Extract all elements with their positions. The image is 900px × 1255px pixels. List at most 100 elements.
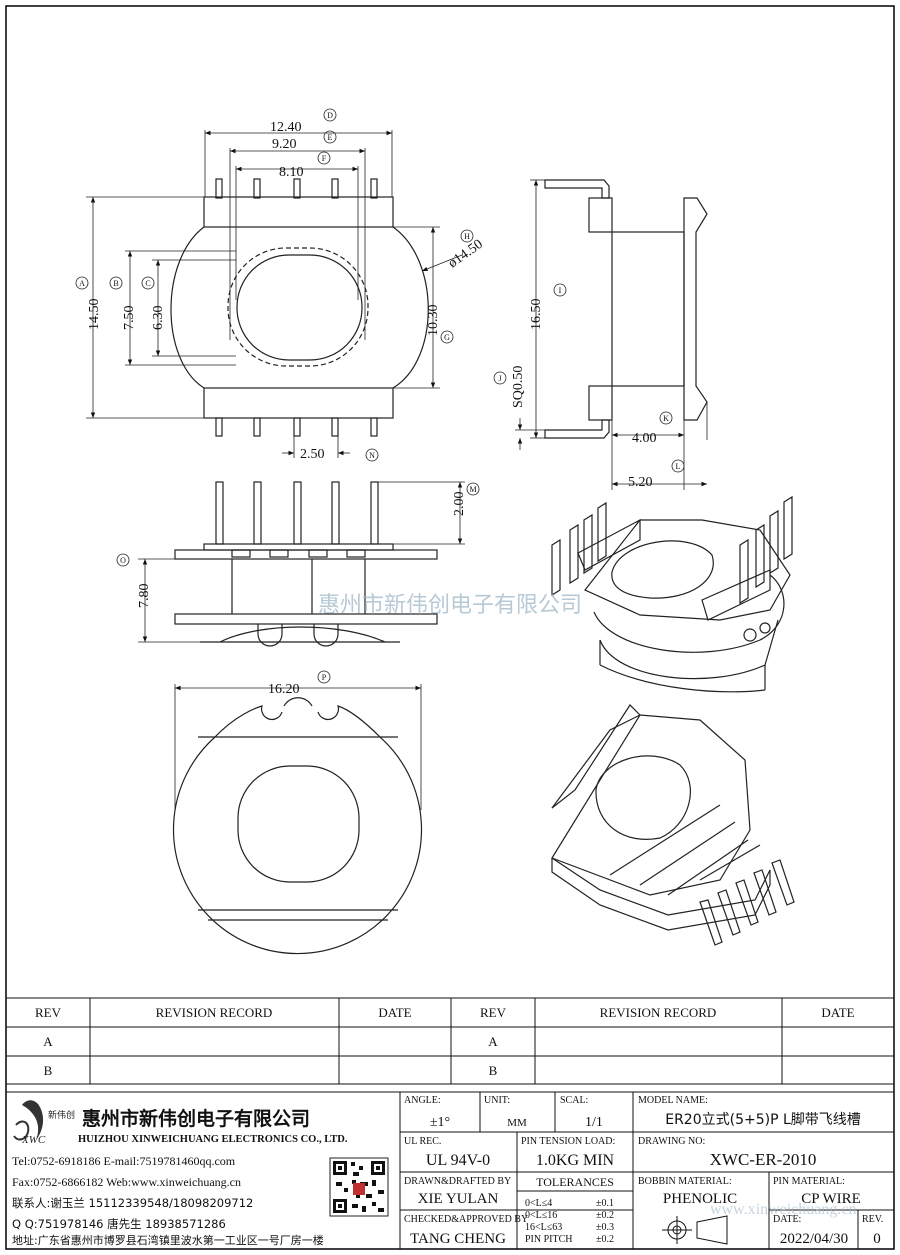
projection-symbol-icon — [662, 1215, 728, 1245]
balloon-I: I — [559, 286, 562, 295]
side-lower-pin — [544, 419, 610, 439]
model-value: ER20立式(5+5)P L脚带飞线槽 — [665, 1112, 861, 1128]
rev-row-b: B — [44, 1063, 53, 1078]
balloon-O: O — [120, 556, 126, 565]
bobbin-label: BOBBIN MATERIAL: — [638, 1176, 732, 1187]
company-address: 地址:广东省惠州市博罗县石湾镇里波水第一工业区一号厂房一楼 — [12, 1233, 324, 1247]
qr-code — [329, 1157, 389, 1217]
checked-label: CHECKED&APPROVED BY — [404, 1214, 528, 1225]
rev-row-a-2: A — [488, 1034, 498, 1049]
balloon-F: F — [322, 154, 327, 163]
company-watermark: 惠州市新伟创电子有限公司 — [318, 593, 582, 618]
dimension-labels: 12.40 9.20 8.10 14.50 7.50 6.30 ø14.50 1… — [87, 120, 657, 697]
balloon-L: L — [676, 462, 681, 471]
dim-10-30: 10.30 — [426, 305, 441, 337]
date-label: DATE: — [773, 1214, 801, 1225]
dim-4-00: 4.00 — [632, 431, 657, 446]
dim-7-50: 7.50 — [122, 306, 137, 331]
isometric-view-top — [551, 495, 793, 693]
revision-record-header-2: REVISION RECORD — [600, 1005, 717, 1020]
date-value: 2022/04/30 — [780, 1231, 848, 1247]
company-name-cn: 惠州市新伟创电子有限公司 — [82, 1107, 310, 1130]
dim-6-30: 6.30 — [151, 306, 166, 331]
drawing-no-label: DRAWING NO: — [638, 1136, 705, 1147]
date-header: DATE — [378, 1005, 411, 1020]
bottom-rail — [203, 387, 394, 419]
elevation-dimensions — [138, 481, 465, 643]
drawing-no-value: XWC-ER-2010 — [710, 1150, 817, 1169]
unit-value: MM — [507, 1117, 527, 1129]
bottom-pins — [215, 417, 378, 437]
rev-label: REV. — [862, 1214, 883, 1225]
reference-balloons — [75, 108, 685, 684]
company-name-en: HUIZHOU XINWEICHUANG ELECTRONICS CO., LT… — [78, 1134, 348, 1145]
tol-row-1-value: ±0.1 — [596, 1198, 614, 1209]
front-view — [170, 178, 429, 437]
unit-label: UNIT: — [484, 1095, 510, 1106]
sheet-border — [5, 5, 895, 1250]
logo-brand: 新伟创 — [48, 1109, 75, 1121]
contact-qq: Q Q:751978146 唐先生 18938571286 — [12, 1217, 226, 1231]
top-rail — [203, 196, 394, 228]
drawn-value: XIE YULAN — [418, 1191, 499, 1207]
elevation-view — [174, 481, 438, 647]
contact-info: Tel:0752-6918186 E-mail:7519781460qq.com… — [12, 1154, 324, 1247]
top-pins — [215, 178, 378, 199]
rev-row-b-2: B — [489, 1063, 498, 1078]
balloon-M: M — [469, 485, 476, 494]
dim-12-40: 12.40 — [270, 120, 302, 135]
side-dimensions — [515, 179, 708, 490]
website-watermark: www.xinweichuang.cn — [710, 1201, 856, 1218]
flange-right — [392, 226, 429, 389]
contact-person: 联系人:谢玉兰 15112339548/18098209712 — [12, 1196, 253, 1210]
revision-table-text: REV REVISION RECORD DATE REV REVISION RE… — [35, 1005, 855, 1078]
company-logo: 新伟创 XWC — [13, 1100, 75, 1146]
pin-material-label: PIN MATERIAL: — [773, 1176, 845, 1187]
title-block-labels: ANGLE: UNIT: SCAL: MODEL NAME: UL REC. P… — [404, 1095, 883, 1225]
date-header-2: DATE — [821, 1005, 854, 1020]
dim-2-50: 2.50 — [300, 447, 325, 462]
tol-row-3-value: ±0.3 — [596, 1222, 614, 1233]
balloon-H: H — [464, 232, 470, 241]
balloon-A: A — [79, 279, 85, 288]
balloon-N: N — [369, 451, 375, 460]
scal-label: SCAL: — [560, 1095, 588, 1106]
angle-value: ±1° — [430, 1115, 450, 1130]
model-label: MODEL NAME: — [638, 1095, 708, 1106]
rev-row-a: A — [43, 1034, 53, 1049]
balloon-B: B — [113, 279, 118, 288]
balloon-D: D — [327, 111, 333, 120]
tol-row-3-range: 16<L≤63 — [525, 1222, 562, 1233]
bobbin-value: PHENOLIC — [663, 1191, 737, 1207]
logo-text: XWC — [21, 1134, 46, 1146]
balloon-J: J — [498, 374, 501, 383]
pin-tension-value: 1.0KG MIN — [536, 1152, 615, 1169]
tol-row-1-range: 0<L≤4 — [525, 1198, 552, 1209]
dim-7-80: 7.80 — [137, 584, 152, 609]
dim-5-20: 5.20 — [628, 475, 653, 490]
pin-tension-label: PIN TENSION LOAD: — [521, 1136, 615, 1147]
rev-header: REV — [35, 1005, 62, 1020]
tol-row-2-value: ±0.2 — [596, 1210, 614, 1221]
balloon-K: K — [663, 414, 669, 423]
tolerance-rows: 0<L≤4 ±0.1 0<L≤16 ±0.2 16<L≤63 ±0.3 PIN … — [525, 1198, 614, 1245]
isometric-view-bottom — [551, 704, 795, 946]
checked-value: TANG CHENG — [410, 1231, 506, 1247]
balloon-C: C — [145, 279, 150, 288]
rev-value: 0 — [873, 1231, 881, 1247]
side-view — [544, 179, 708, 439]
tol-row-4-value: ±0.2 — [596, 1234, 614, 1245]
dim-8-10: 8.10 — [279, 165, 304, 180]
scal-value: 1/1 — [585, 1115, 603, 1130]
title-block-grid — [5, 1091, 895, 1250]
rev-header-2: REV — [480, 1005, 507, 1020]
dim-9-20: 9.20 — [272, 137, 297, 152]
title-block-values: ±1° MM 1/1 ER20立式(5+5)P L脚带飞线槽 UL 94V-0 … — [410, 1112, 881, 1247]
balloon-G: G — [444, 333, 450, 342]
side-upper-pin — [544, 179, 610, 199]
tolerances-label: TOLERANCES — [536, 1175, 614, 1189]
ul-label: UL REC. — [404, 1136, 441, 1147]
drawn-label: DRAWN&DRAFTED BY — [404, 1176, 511, 1187]
balloon-letters: D E F A B C H G N I J K L M O P — [79, 111, 680, 682]
